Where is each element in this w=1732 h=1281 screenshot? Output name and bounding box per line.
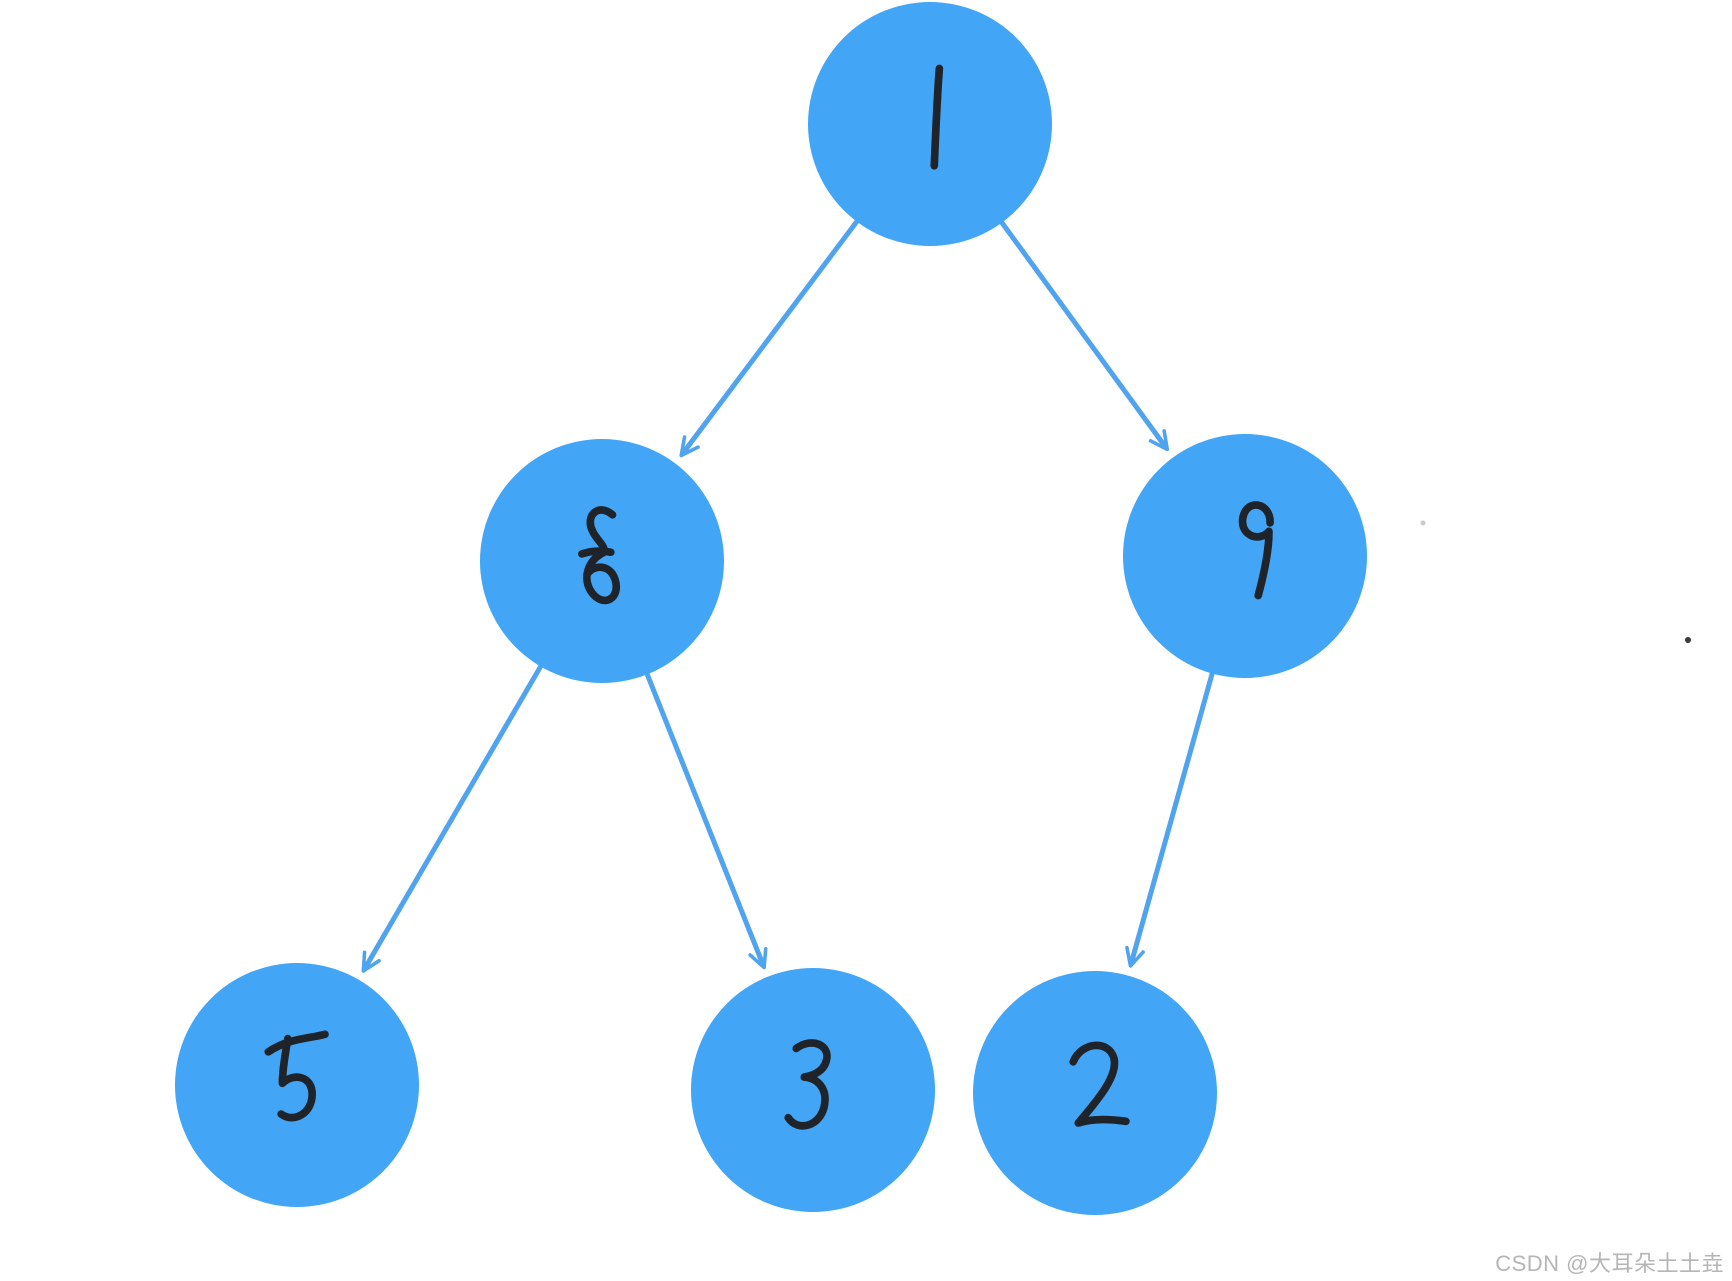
tree-node-3: [691, 968, 935, 1212]
tree-edge-8-5: [361, 660, 546, 973]
tree-node-2: [973, 971, 1217, 1215]
node-circle-5: [175, 963, 419, 1207]
node-circle-2: [973, 971, 1217, 1215]
stray-mark-2: [1685, 637, 1691, 643]
node-circle-1: [808, 2, 1052, 246]
tree-edges-layer: [361, 215, 1216, 973]
csdn-watermark: CSDN @大耳朵土土垚: [1495, 1251, 1724, 1276]
stray-marks-layer: [1420, 520, 1691, 643]
node-digit-1: [930, 64, 944, 170]
tree-edge-1-8: [679, 215, 862, 458]
tree-nodes-layer: [175, 2, 1367, 1215]
tree-edge-9-2: [1125, 667, 1216, 968]
tree-node-8: [480, 439, 724, 683]
node-digit-9: [1238, 501, 1274, 600]
node-digit-2: [1069, 1041, 1130, 1127]
stray-mark-1: [1420, 520, 1426, 526]
tree-node-9: [1123, 434, 1367, 678]
tree-edge-8-3: [643, 668, 768, 970]
node-digit-3: [784, 1039, 831, 1130]
node-digit-8: [578, 506, 621, 605]
node-circle-8: [480, 439, 724, 683]
node-circle-9: [1123, 434, 1367, 678]
node-digit-5: [264, 1030, 329, 1122]
tree-edge-1-9: [997, 216, 1170, 452]
tree-node-5: [175, 963, 419, 1207]
tree-node-1: [808, 2, 1052, 246]
node-circle-3: [691, 968, 935, 1212]
